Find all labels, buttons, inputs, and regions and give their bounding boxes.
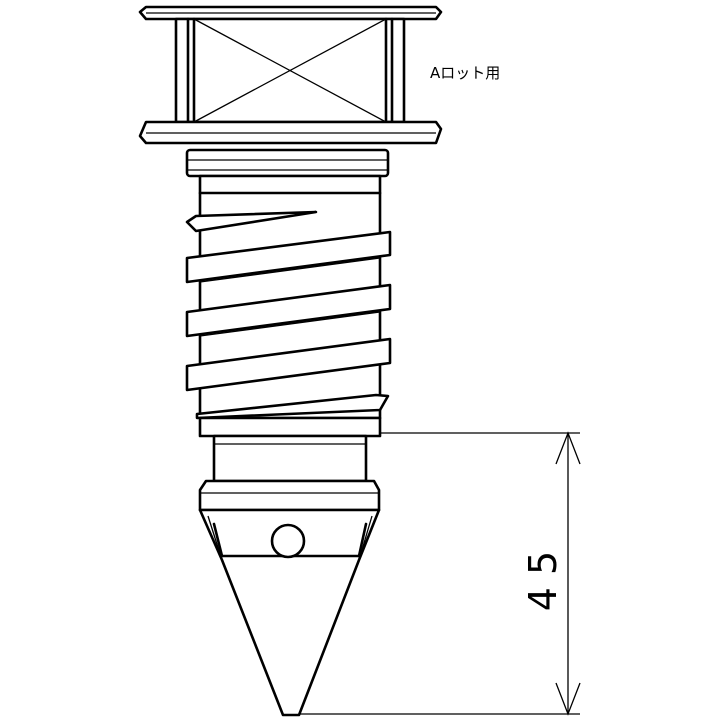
dimension-value: 45 (521, 538, 565, 612)
shaft (212, 434, 368, 483)
top-flange (138, 5, 443, 21)
lower-collar (198, 416, 382, 438)
tip-collar (198, 479, 381, 512)
pin-hole (270, 523, 306, 559)
dimension-45 (300, 431, 581, 716)
head-block (174, 17, 406, 124)
lower-flange (138, 120, 443, 145)
lot-label: Aロット用 (430, 64, 501, 82)
helical-thread (185, 210, 392, 420)
neck-collar (185, 148, 390, 178)
conical-point (198, 508, 381, 717)
